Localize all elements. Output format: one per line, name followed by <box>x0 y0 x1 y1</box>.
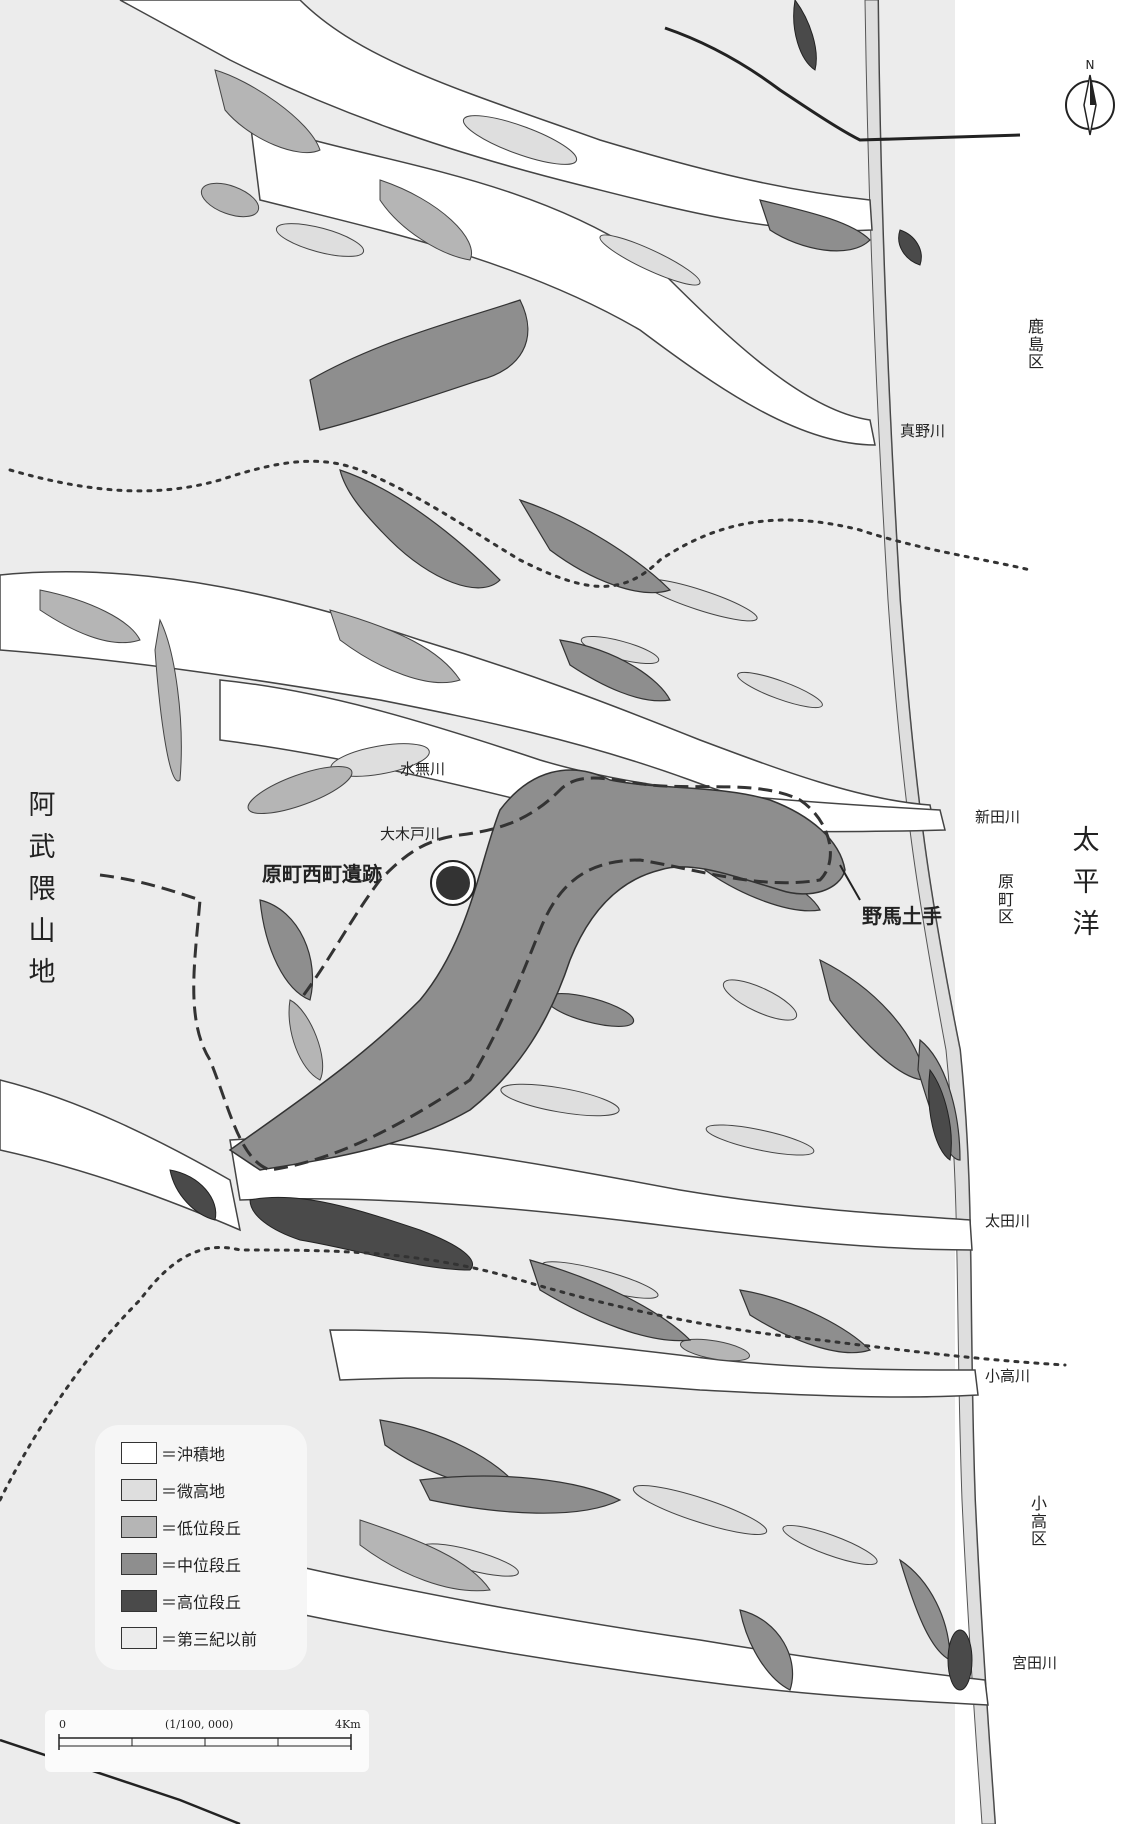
high-terrace-patches <box>169 0 973 1691</box>
plateau-haramachi <box>228 769 846 1171</box>
ocean-label: 太平洋 <box>1072 825 1100 940</box>
legend-label: ＝微高地 <box>161 1482 226 1501</box>
legend-label: ＝高位段丘 <box>161 1593 242 1612</box>
scale-start: 0 <box>59 1718 66 1731</box>
swatch-high-terrace <box>121 1590 157 1612</box>
swatch-low-terrace <box>121 1516 157 1538</box>
site-marker-icon[interactable] <box>430 860 476 906</box>
scale-bar: 0 (1/100, 000) 4Km <box>45 1710 369 1772</box>
road-line-north <box>664 26 1021 142</box>
swatch-middle-terrace <box>121 1553 157 1575</box>
micro-highland-patches <box>275 115 878 1577</box>
legend-label: ＝低位段丘 <box>161 1519 242 1538</box>
district-kashima-label: 鹿島区 <box>1027 317 1044 372</box>
river-minase-label: 水無川 <box>400 760 446 778</box>
river-okido-label: 大木戸川 <box>380 825 441 843</box>
embankment-leader-line <box>839 864 861 901</box>
river-ota-label: 太田川 <box>985 1212 1031 1230</box>
scale-ratio: (1/100, 000) <box>165 1718 234 1731</box>
district-boundary-south <box>0 1245 1067 1502</box>
swatch-alluvial <box>121 1442 157 1464</box>
site-label[interactable]: 原町西町遺跡 <box>262 862 382 886</box>
river-odaka-label: 小高川 <box>985 1367 1031 1385</box>
scale-ruler <box>58 1734 352 1750</box>
legend-item-high-terrace: ＝高位段丘 <box>121 1587 241 1615</box>
valley-north <box>119 0 873 232</box>
embankment-label: 野馬土手 <box>862 904 942 928</box>
district-haramachi-label: 原町区 <box>997 872 1014 927</box>
valley-ota <box>229 1137 973 1251</box>
scale-end: 4Km <box>335 1718 361 1731</box>
legend-item-low-terrace: ＝低位段丘 <box>121 1513 241 1541</box>
river-miyata-label: 宮田川 <box>1012 1654 1058 1672</box>
north-letter: N <box>1086 58 1095 72</box>
legend-label: ＝中位段丘 <box>161 1556 242 1575</box>
legend-item-tertiary: ＝第三紀以前 <box>121 1624 257 1652</box>
valley-miyata <box>269 1559 989 1706</box>
swatch-tertiary <box>121 1627 157 1649</box>
district-odaka-label: 小高区 <box>1030 1494 1047 1549</box>
mountains-label: 阿武隈山地 <box>28 790 56 989</box>
swatch-micro-highland <box>121 1479 157 1501</box>
valley-nitta <box>219 679 946 833</box>
legend-item-alluvial: ＝沖積地 <box>121 1439 225 1467</box>
valley-odaka <box>329 1329 979 1398</box>
river-mano-label: 真野川 <box>900 422 946 440</box>
noma-embankment-line <box>99 776 832 1172</box>
legend-label: ＝第三紀以前 <box>161 1630 258 1649</box>
legend-label: ＝沖積地 <box>161 1445 226 1464</box>
river-nitta-label: 新田川 <box>975 808 1021 826</box>
low-terrace-patches <box>39 69 751 1592</box>
beach-strip <box>864 0 996 1824</box>
legend-item-micro-highland: ＝微高地 <box>121 1476 225 1504</box>
north-arrow-icon: N <box>1065 58 1115 136</box>
road-line-southwest <box>0 1738 241 1824</box>
legend-item-middle-terrace: ＝中位段丘 <box>121 1550 241 1578</box>
district-boundary-north <box>8 459 1032 588</box>
legend: ＝沖積地 ＝微高地 ＝低位段丘 ＝中位段丘 ＝高位段丘 ＝第三紀以前 <box>95 1425 307 1670</box>
sea-area <box>955 0 1141 1824</box>
north-arrow: N <box>1055 55 1125 150</box>
